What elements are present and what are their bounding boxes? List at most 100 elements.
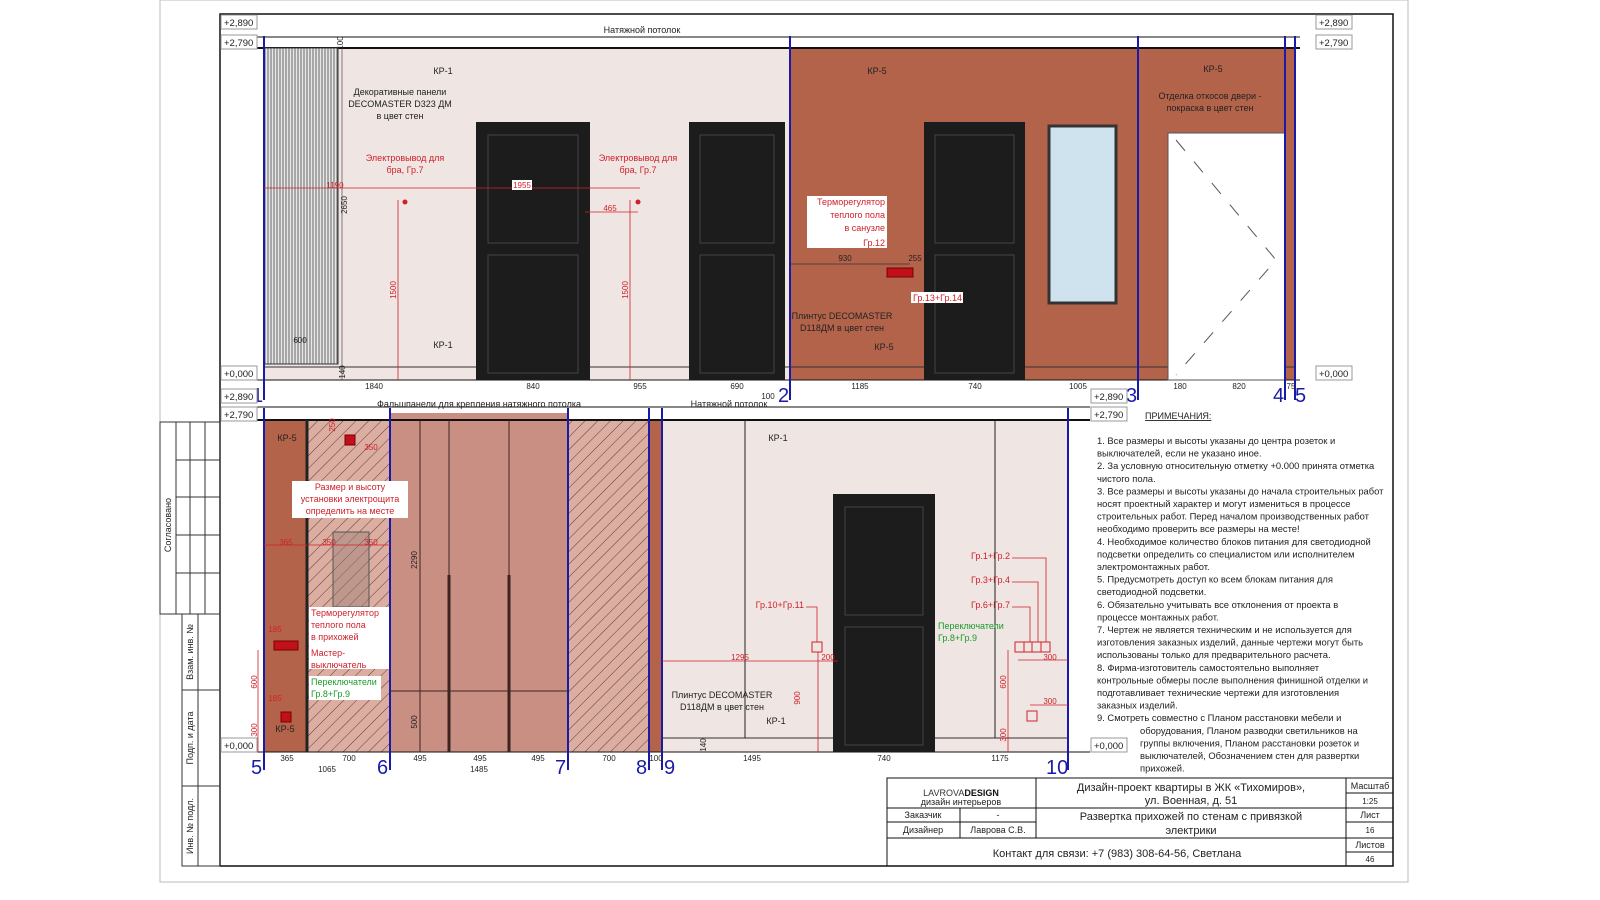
scale-label: Масштаб	[1351, 781, 1390, 791]
dimension: 600	[293, 336, 307, 345]
approval-stamp	[159, 421, 221, 867]
dimension: 495	[413, 754, 427, 763]
dimension: 690	[730, 382, 744, 391]
level-label: +2,890	[224, 392, 253, 403]
group-label: Гр.6+Гр.7	[971, 600, 1010, 610]
stamp-label: Подп. и дата	[185, 711, 195, 764]
dimension: 840	[526, 382, 540, 391]
note-line: подсветки определить со специалистом или…	[1097, 548, 1355, 559]
mirror	[1047, 124, 1118, 305]
sconce-outlet-marker	[402, 199, 408, 205]
top-elevation	[237, 36, 1300, 400]
level-label: +2,890	[224, 18, 253, 29]
note-line: 7. Чертеж не является техническим и не и…	[1097, 624, 1352, 635]
note-line: электромонтажных работ.	[1097, 561, 1210, 572]
plinth-note: Плинтус DECOMASTER	[792, 311, 893, 321]
dimension: 1295	[731, 653, 749, 662]
dimension: 740	[877, 754, 891, 763]
thermo-hall-note: Терморегулятор теплого пола в прихожей М…	[309, 607, 389, 700]
finish-code: КР-1	[768, 433, 787, 443]
scale-value: 1:25	[1362, 797, 1378, 806]
contact: Контакт для связи: +7 (983) 308-64-56, С…	[993, 848, 1242, 860]
level-label: +0,000	[224, 741, 253, 752]
bottom-elevation	[237, 406, 1090, 770]
axis-label: 6	[377, 757, 388, 779]
sheets-value: 46	[1366, 855, 1375, 864]
switches-label: Гр.8+Гр.9	[938, 633, 977, 643]
note-line: определить на месте	[306, 506, 394, 516]
sheet-title: Развертка прихожей по стенам с привязкой	[1080, 811, 1302, 823]
axis-label: 9	[664, 757, 675, 779]
project-title: ул. Военная, д. 51	[1145, 795, 1237, 807]
socket	[280, 711, 292, 723]
note-line: 9. Смотреть совместно с Планом расстанов…	[1097, 712, 1341, 723]
dimension: 930	[838, 254, 852, 263]
level-label: +2,790	[1094, 410, 1123, 421]
approval-stamp-labels: Согласовано Взам. инв. № Подп. и дата Ин…	[163, 498, 195, 854]
dimension: 300	[250, 723, 259, 737]
dimension: 2290	[410, 551, 419, 569]
customer-label: Заказчик	[905, 810, 942, 820]
plinth-note: D118ДМ в цвет стен	[680, 702, 764, 712]
switch-block	[1014, 641, 1051, 653]
wardrobe	[390, 413, 568, 752]
note-line: теплого пола	[311, 620, 366, 630]
note-line: 2. За условную относительную отметку +0.…	[1097, 460, 1375, 471]
dimension: 250	[328, 418, 337, 432]
sconce-note: Электровывод для	[599, 153, 678, 163]
note-line: процессе монтажных работ.	[1097, 611, 1219, 622]
project-title: Дизайн-проект квартиры в ЖК «Тихомиров»,	[1077, 782, 1305, 794]
dimension: 75	[1287, 382, 1296, 391]
note-line: использованы только для предварительного…	[1097, 649, 1331, 660]
decorative-panels	[263, 47, 339, 365]
note-line: теплого пола	[830, 210, 885, 220]
bottom-labels: +2,890 +2,790 +0,000 +2,890 +2,790 +0,00…	[220, 388, 1128, 779]
note-line: выключателей, Обозначением стен для разв…	[1140, 750, 1359, 761]
sheet-label: Лист	[1360, 810, 1380, 820]
dimension: 1065	[318, 765, 336, 774]
deco-panel-note: Декоративные панели	[354, 87, 447, 97]
thermo-bath-note: Терморегулятор теплого пола в санузле Гр…	[807, 196, 887, 248]
dimension: 495	[473, 754, 487, 763]
axis-label: 3	[1126, 385, 1137, 407]
note-line: оборудования, Планом разводки светильник…	[1140, 725, 1358, 736]
level-label: +2,890	[1094, 392, 1123, 403]
level-label: +0,000	[1094, 741, 1123, 752]
bottom-dimension-chain: 365 700 1065 495 495 495 1485 700 100 14…	[280, 754, 1009, 774]
top-labels: +2,890 +2,790 +0,000 +2,890 +2,790 +0,00…	[220, 14, 1353, 407]
designer-label: Дизайнер	[903, 825, 943, 835]
deco-panel-note: DECOMASTER D323 ДМ	[348, 99, 452, 109]
note-line: светодиодной подсветки.	[1097, 586, 1206, 597]
group-label: Гр.10+Гр.11	[756, 600, 804, 610]
hatched-zone	[568, 420, 649, 752]
electrical-dimensions	[257, 544, 1068, 752]
thermostat-switch-block	[273, 640, 299, 651]
title-block	[886, 777, 1394, 867]
note-line: 8. Фирма-изготовитель самостоятельно вып…	[1097, 662, 1320, 673]
dimension: 300	[1043, 653, 1057, 662]
finish-code: КР-5	[277, 433, 296, 443]
note-line: 3. Все размеры и высоты указаны до начал…	[1097, 485, 1384, 496]
door-opening	[1167, 132, 1286, 381]
panel-note: Размер и высоту установки электрощита оп…	[292, 481, 408, 518]
note-line: 4. Необходимое количество блоков питания…	[1097, 536, 1371, 547]
dimension: 350	[364, 443, 378, 452]
door-reveal-note: покраска в цвет стен	[1167, 103, 1254, 113]
note-line: строительных работ. Перед началом произв…	[1097, 511, 1370, 522]
dimension: 600	[250, 675, 259, 689]
logo-bold: DESIGN	[964, 788, 999, 798]
sconce-outlet-marker	[635, 199, 641, 205]
level-label: +0,000	[224, 369, 253, 380]
axis-label: 2	[778, 385, 789, 407]
switches-label: Переключатели	[938, 621, 1004, 631]
ceiling-label: Натяжной потолок	[604, 25, 681, 35]
finish-code: КР-5	[275, 724, 294, 734]
plinth-note: D118ДМ в цвет стен	[800, 323, 884, 333]
note-line: 5. Предусмотреть доступ ко всем блокам п…	[1097, 574, 1333, 585]
door	[689, 122, 785, 380]
notes: ПРИМЕЧАНИЯ: 1. Все размеры и высоты указ…	[1097, 411, 1384, 774]
note-line: Терморегулятор	[817, 197, 885, 207]
note-line: Мастер-	[311, 648, 345, 658]
dimension: 1005	[1069, 382, 1087, 391]
